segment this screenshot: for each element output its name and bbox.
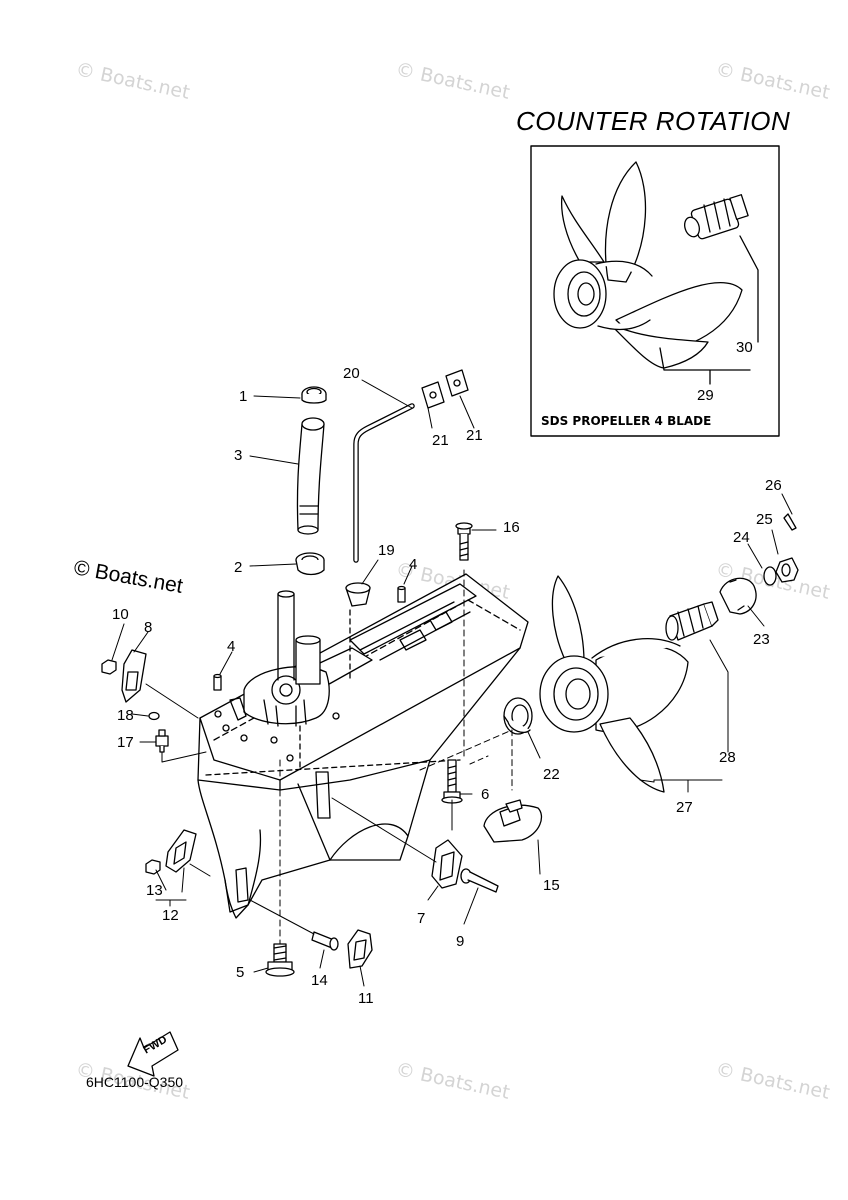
part-12-anode <box>165 829 197 873</box>
part-number-label: 18 <box>117 707 134 724</box>
part-27-propeller <box>539 575 689 793</box>
part-2-grommet <box>295 552 325 576</box>
part-10-nut <box>101 659 117 675</box>
part-25-nut <box>775 557 799 583</box>
part-23-washer <box>719 577 757 615</box>
part-number-label: 6 <box>481 786 490 803</box>
part-number-label: 11 <box>358 990 374 1007</box>
part-19-grommet <box>345 582 371 607</box>
fwd-arrow-icon <box>127 1031 179 1077</box>
part-number-label: 15 <box>543 877 560 894</box>
part-number-label: 3 <box>234 447 243 464</box>
part-17-nipple <box>155 729 169 753</box>
part-number-label: 17 <box>117 734 134 751</box>
part-number-label: 5 <box>236 964 245 981</box>
part-number-label: 27 <box>676 799 693 816</box>
part-4-dowel-pin <box>213 585 406 691</box>
part-21-clip <box>421 369 469 409</box>
part-28-spacer <box>665 601 719 641</box>
part-18-o-ring <box>148 711 160 721</box>
part-13-nut <box>145 859 161 875</box>
part-22-thrust-washer <box>503 697 533 735</box>
part-number-label: 21 <box>432 432 449 449</box>
spline-spacer-30 <box>684 194 749 240</box>
part-11-cover <box>347 929 373 969</box>
part-number-label: 20 <box>343 365 360 382</box>
inset-caption: SDS PROPELLER 4 BLADE <box>541 414 712 428</box>
part-number-label: 14 <box>311 972 328 989</box>
leader-29 <box>659 347 751 385</box>
diagram-title: COUNTER ROTATION <box>516 106 791 136</box>
part-number-label: 4 <box>409 556 418 573</box>
part-number-label: 4 <box>227 638 236 655</box>
part-9-screw <box>460 868 499 893</box>
part-number-label: 23 <box>753 631 770 648</box>
part-14-screw <box>311 931 339 951</box>
part-number-label: 13 <box>146 882 163 899</box>
leader-30 <box>739 235 759 343</box>
part-number-label: 7 <box>417 910 426 927</box>
inset-frame <box>530 145 780 437</box>
part-number-label: 30 <box>736 339 753 356</box>
leader-lines <box>111 379 793 987</box>
part-number-label: 21 <box>466 427 483 444</box>
drawing-code: 6HC1100-Q350 <box>86 1074 184 1090</box>
part-number-label: 9 <box>456 933 465 950</box>
part-1-seal <box>301 386 327 404</box>
part-16-bolt <box>455 522 473 561</box>
part-3-water-tube <box>296 417 325 535</box>
part-number-label: 12 <box>162 907 179 924</box>
part-15-anode <box>483 799 543 843</box>
part-number-label: 16 <box>503 519 520 536</box>
part-number-label: 2 <box>234 559 243 576</box>
part-6-bolt <box>441 759 463 804</box>
sds-propeller-4-blade <box>553 161 743 369</box>
part-20-pipe <box>353 403 415 563</box>
part-26-cotter-pin <box>783 513 797 531</box>
part-number-label: 22 <box>543 766 560 783</box>
part-number-label: 1 <box>239 388 248 405</box>
part-8-anode <box>121 649 147 703</box>
part-number-label: 10 <box>112 606 129 623</box>
part-number-label: 24 <box>733 529 750 546</box>
part-7-trim-tab <box>431 839 463 889</box>
part-number-label: 8 <box>144 619 153 636</box>
part-number-label: 19 <box>378 542 395 559</box>
part-5-bolt <box>265 943 295 977</box>
part-number-label: 26 <box>765 477 782 494</box>
lower-casing <box>197 573 529 919</box>
part-24-washer <box>763 566 777 586</box>
part-number-label: 25 <box>756 511 773 528</box>
part-number-label: 29 <box>697 387 714 404</box>
part-number-label: 28 <box>719 749 736 766</box>
